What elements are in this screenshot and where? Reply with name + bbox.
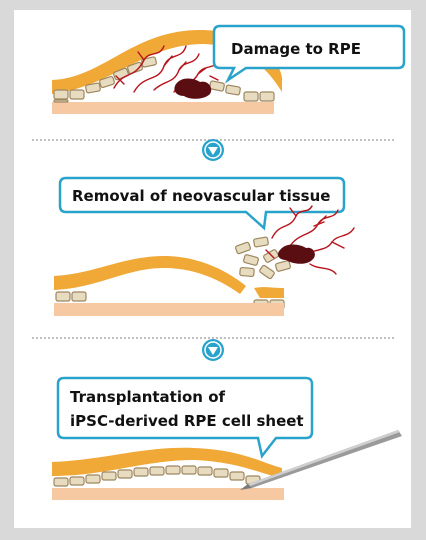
figure-card: Damage to RPE Removal of neovascular tis…: [14, 10, 411, 528]
choroid-layer: [54, 303, 284, 316]
step-2-panel: Removal of neovascular tissue: [14, 166, 411, 326]
down-arrow-circle-icon: [202, 139, 224, 161]
removed-rpe-cells: [235, 236, 291, 280]
choroid-layer: [52, 102, 274, 114]
choroid-layer: [52, 488, 284, 500]
rpe-cell-sheet: [53, 465, 261, 487]
needle-icon: [240, 430, 402, 490]
step-2-illustration: Removal of neovascular tissue: [54, 176, 355, 316]
step-3-illustration: Transplantation of iPSC-derived RPE cell…: [52, 376, 402, 500]
separator-1: [14, 130, 411, 166]
step-2-label: Removal of neovascular tissue: [72, 187, 330, 205]
step-2-callout: [58, 176, 346, 231]
separator-2: [14, 326, 411, 364]
step-1-illustration: Damage to RPE: [52, 24, 406, 114]
step-3-callout: [56, 376, 314, 459]
step-1-label: Damage to RPE: [231, 40, 361, 58]
blood-clot: [174, 78, 212, 99]
rpe-cells-base: [53, 89, 275, 103]
rpe-cells-elevated: [85, 56, 241, 96]
retina-layer: [52, 447, 282, 478]
retina-layer-right: [254, 287, 284, 298]
step-3-panel: Transplantation of iPSC-derived RPE cell…: [14, 364, 411, 524]
step-1-callout: [212, 24, 406, 84]
step-3-label-line1: Transplantation of: [70, 388, 226, 406]
step-3-label-line2: iPSC-derived RPE cell sheet: [70, 412, 304, 430]
removed-blood-clot: [278, 244, 315, 264]
retina-layer: [54, 256, 246, 294]
down-arrow-circle-icon: [202, 339, 224, 361]
step-1-panel: Damage to RPE: [14, 10, 411, 130]
